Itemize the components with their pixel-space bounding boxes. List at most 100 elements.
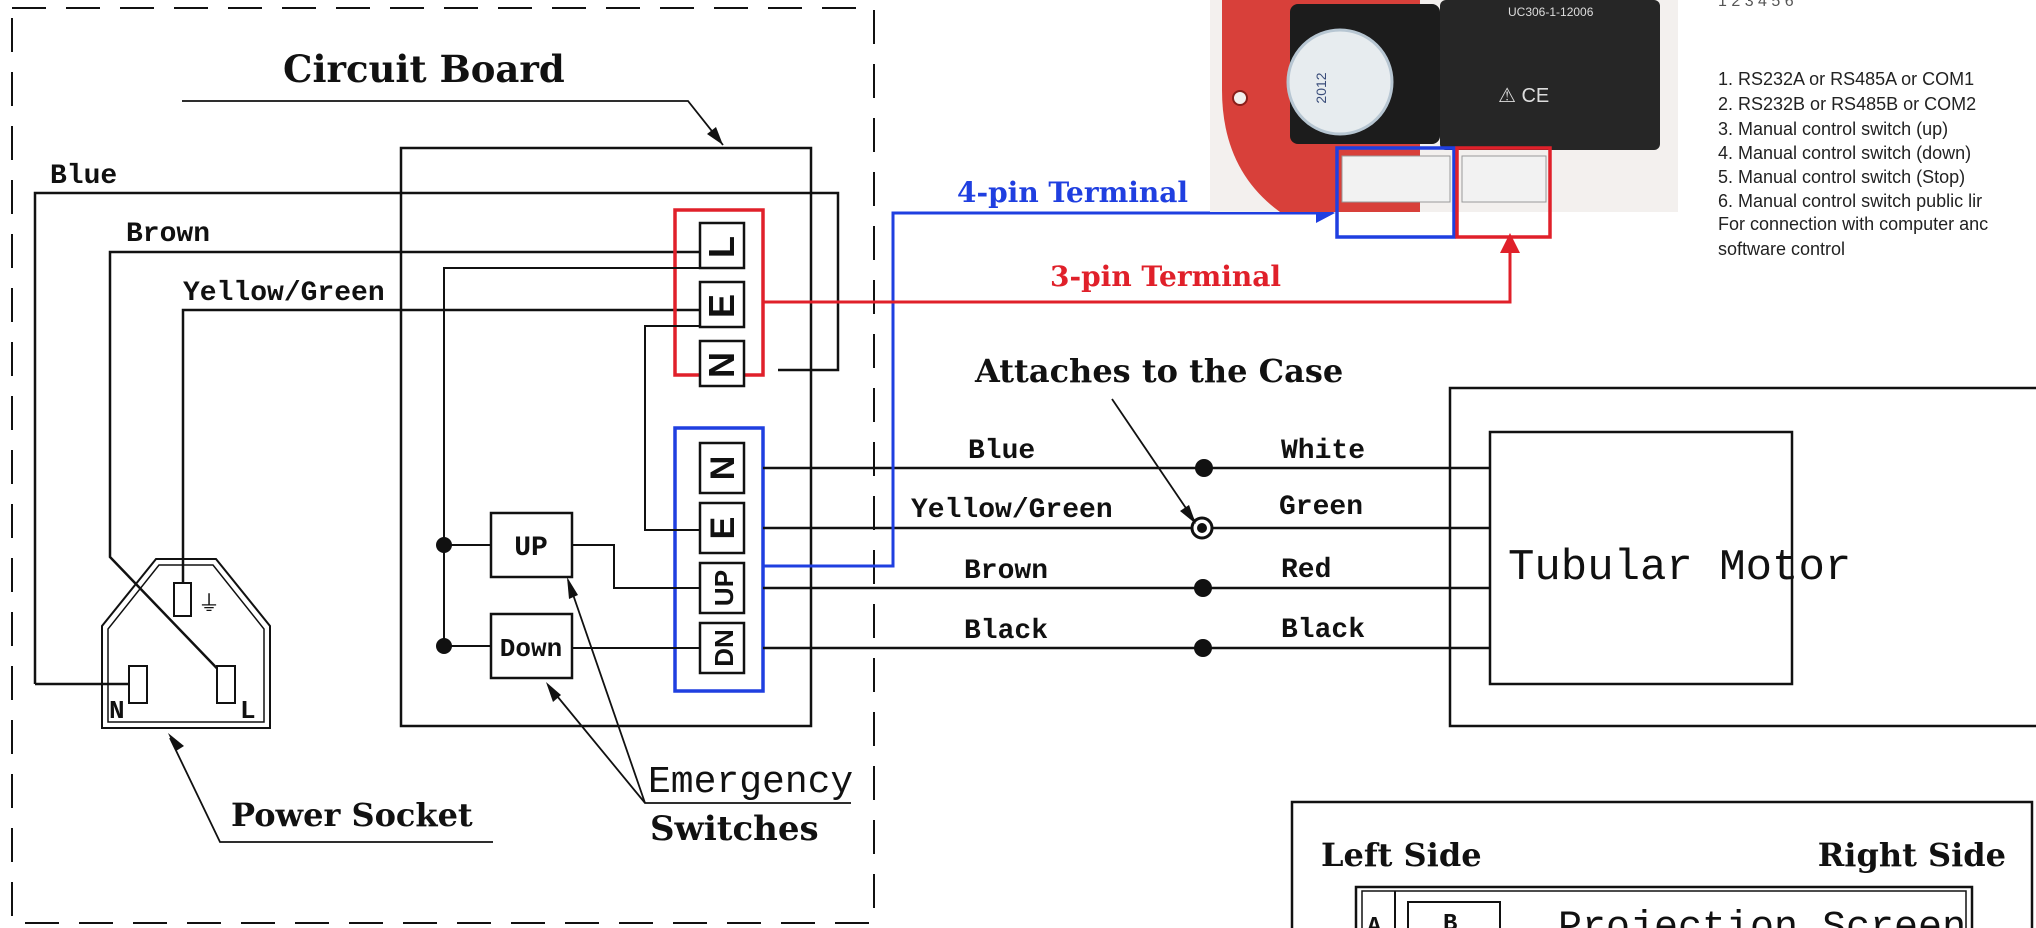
motor-wire-left-label-blue: Blue [968,436,1035,467]
socket-pin-n-label: N [109,696,125,726]
splice-ring-yellow-green-core [1197,523,1207,533]
emergency-arrowhead-up [567,577,578,599]
case-attach-leader [1111,398,1195,521]
terminal-4pin-letter-up: UP [709,570,739,606]
circuit-board-arrowhead [707,127,723,145]
terminal-3pin-letter-l: L [701,236,742,258]
screen-box-b [1407,901,1501,928]
board-photo-pin-numbers: 1 2 3 4 5 6 [1718,0,1794,10]
connection-note-line2: software control [1718,239,1845,259]
power-socket-leader [169,737,493,843]
emergency-switches-label-line1: Emergency [648,761,853,804]
pin-description-5: 5. Manual control switch (Stop) [1718,167,1965,187]
motor-wire-right-label-red: Red [1281,555,1331,586]
red-callout-line [763,243,1512,304]
blue-callout-line [763,211,1325,568]
terminal-4pin-letter-e: E [704,517,742,540]
socket-wire-label-brown: Brown [126,219,210,250]
board-photo-blue-highlight [1335,146,1456,239]
power-socket [101,558,271,729]
pin-description-4: 4. Manual control switch (down) [1718,143,1971,163]
wire-yellow-green-socket [181,308,700,585]
board-photo-connector-3pin [1461,155,1547,203]
projection-screen-label: Projection Screen [1558,906,1966,928]
terminal-4pin-cell-e [698,501,746,555]
splice-dot-brown-red [1194,579,1212,597]
board-photo-ce-mark: ⚠ CE [1498,85,1549,107]
circuit-board-box [399,146,813,728]
emergency-switches-leader-up [567,579,646,804]
terminal-3pin-letter-e: E [701,294,742,318]
red-callout-arrowhead [1500,233,1520,253]
terminal-4pin-cell-n [698,441,746,495]
socket-pin-l-label: L [240,696,256,726]
splice-dot-blue-white [1195,459,1213,477]
terminal-4pin-cell-up [698,561,746,615]
internal-common-wire [443,267,700,646]
emergency-switches-label-line2: Switches [650,809,819,849]
circuit-board-title: Circuit Board [283,47,565,91]
screen-box-b-label: B [1443,911,1457,928]
terminal-3pin-cell-e [698,280,746,329]
terminal-4pin-cell-dn [698,621,746,675]
socket-earth-pin [173,582,192,617]
motor-wire-right-label-white: White [1281,436,1365,467]
internal-earth-jumper [644,325,700,531]
tubular-motor-label: Tubular Motor [1508,543,1851,593]
terminal-4pin-letter-dn: DN [709,629,739,667]
terminal-3pin-cell-n [698,339,746,388]
board-photo-red-highlight [1455,146,1552,239]
screen-panel-outline [1290,800,2034,928]
board-photo-mount-hole [1232,90,1248,106]
board-photo-connector-4pin [1341,155,1451,203]
wire-up-switch-to-terminal [572,544,700,589]
splice-dot-black [1194,639,1212,657]
motor-wire-left-label-yellow-green: Yellow/Green [911,495,1113,526]
pin-description-3: 3. Manual control switch (up) [1718,119,1948,139]
switch-down-label: Down [500,634,562,664]
emergency-arrowhead-down [546,682,561,702]
switch-up-label: UP [514,533,548,564]
projection-screen-outer [1354,885,1974,928]
pin-description-2: 2. RS232B or RS485B or COM2 [1718,94,1976,114]
left-side-label: Left Side [1321,836,1482,874]
enclosure-outline [11,7,875,924]
board-photo-buzzer-label [1286,28,1394,136]
board-photo-model: UC306-1-12006 [1508,5,1594,19]
socket-l-pin [216,665,236,704]
board-photo-2012: 2012 [1313,72,1329,103]
power-socket-inner [107,564,265,723]
wire-brown-socket [108,250,700,686]
circuit-board-leader [182,100,724,146]
motor-tube-outline [1448,386,2036,728]
connection-note-line1: For connection with computer anc [1718,214,1988,234]
socket-wire-label-blue: Blue [50,161,117,192]
pin-description-1: 1. RS232A or RS485A or COM1 [1718,69,1974,89]
power-socket-arrowhead [168,733,184,751]
right-side-label: Right Side [1818,836,2006,874]
switch-down [489,612,574,680]
motor-wire-left-label-black: Black [964,616,1048,647]
terminal-4pin-callout: 4-pin Terminal [957,176,1188,209]
terminal-3pin-cell-l [698,221,746,270]
pin-description-6: 6. Manual control switch public lir [1718,191,1982,211]
terminal-4pin-outline [673,426,765,693]
terminal-3pin-letter-n: N [701,352,742,378]
wire-blue-socket [33,191,840,684]
earth-icon: ⏚ [198,591,220,616]
case-attach-label: Attaches to the Case [974,352,1343,390]
motor-wire-right-label-green: Green [1279,492,1363,523]
socket-n-pin [128,665,148,704]
terminal-4pin-letter-n: N [704,456,742,481]
board-photo-power-module [1440,0,1660,150]
terminal-3pin-callout: 3-pin Terminal [1050,260,1281,293]
motor-wire-left-label-brown: Brown [964,556,1048,587]
case-attach-arrowhead [1180,505,1196,524]
motor-wire-right-label-black: Black [1281,615,1365,646]
power-socket-label: Power Socket [231,796,473,834]
socket-wire-label-yellow-green: Yellow/Green [183,278,385,309]
projection-screen-inner [1361,890,1967,928]
screen-box-a-label: A [1367,914,1382,928]
